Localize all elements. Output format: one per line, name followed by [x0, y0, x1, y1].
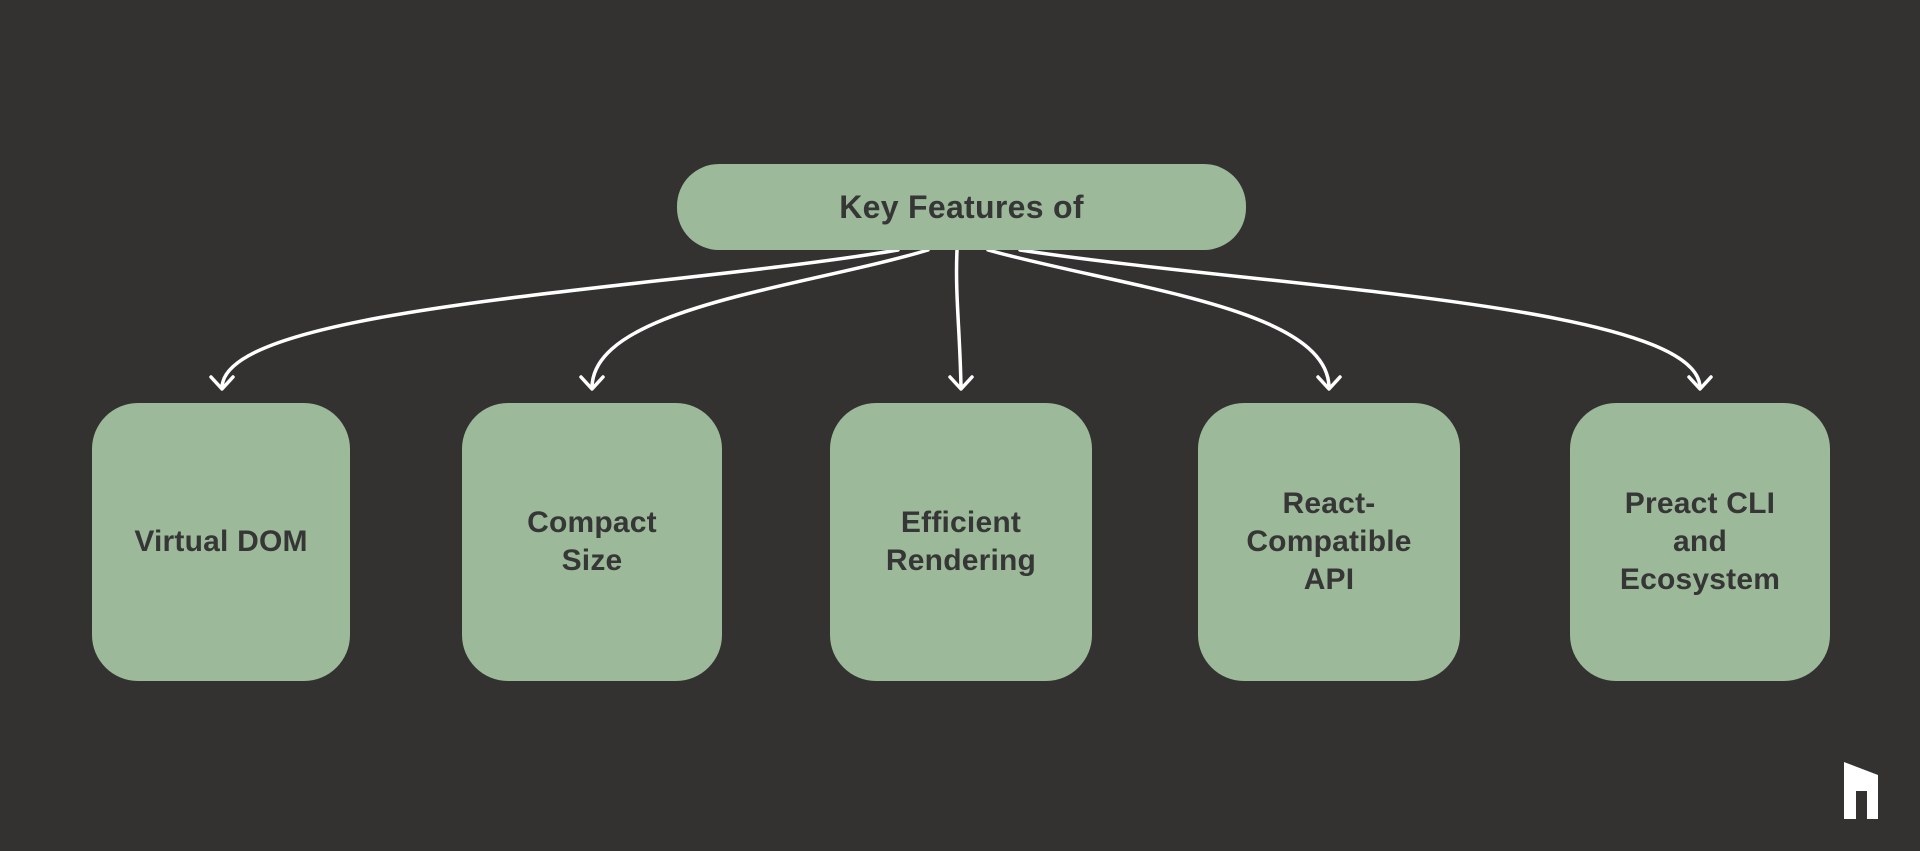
feature-node-label: React-Compatible API [1246, 486, 1412, 597]
feature-node-label: Compact Size [527, 505, 657, 577]
feature-node-label: Efficient Rendering [885, 505, 1037, 577]
arrow-to-preact-cli-ecosystem [1018, 248, 1713, 391]
root-node-key-features: Key Features of [677, 164, 1246, 250]
arrow-to-compact-size [579, 248, 930, 391]
arrow-to-virtual-dom [209, 248, 900, 391]
feature-node-react-compatible-api: React-Compatible API [1198, 403, 1460, 681]
feature-node-label: Preact CLI and Ecosystem [1619, 486, 1781, 597]
feature-node-virtual-dom: Virtual DOM [92, 403, 350, 681]
arrow-to-efficient-rendering [948, 248, 974, 391]
feature-node-label: Virtual DOM [134, 524, 308, 558]
napkin-logo-icon [1844, 762, 1878, 819]
root-node-label: Key Features of [839, 188, 1084, 225]
feature-node-efficient-rendering: Efficient Rendering [830, 403, 1092, 681]
feature-node-preact-cli-ecosystem: Preact CLI and Ecosystem [1570, 403, 1830, 681]
arrow-to-react-compatible-api [986, 248, 1342, 391]
feature-node-compact-size: Compact Size [462, 403, 722, 681]
